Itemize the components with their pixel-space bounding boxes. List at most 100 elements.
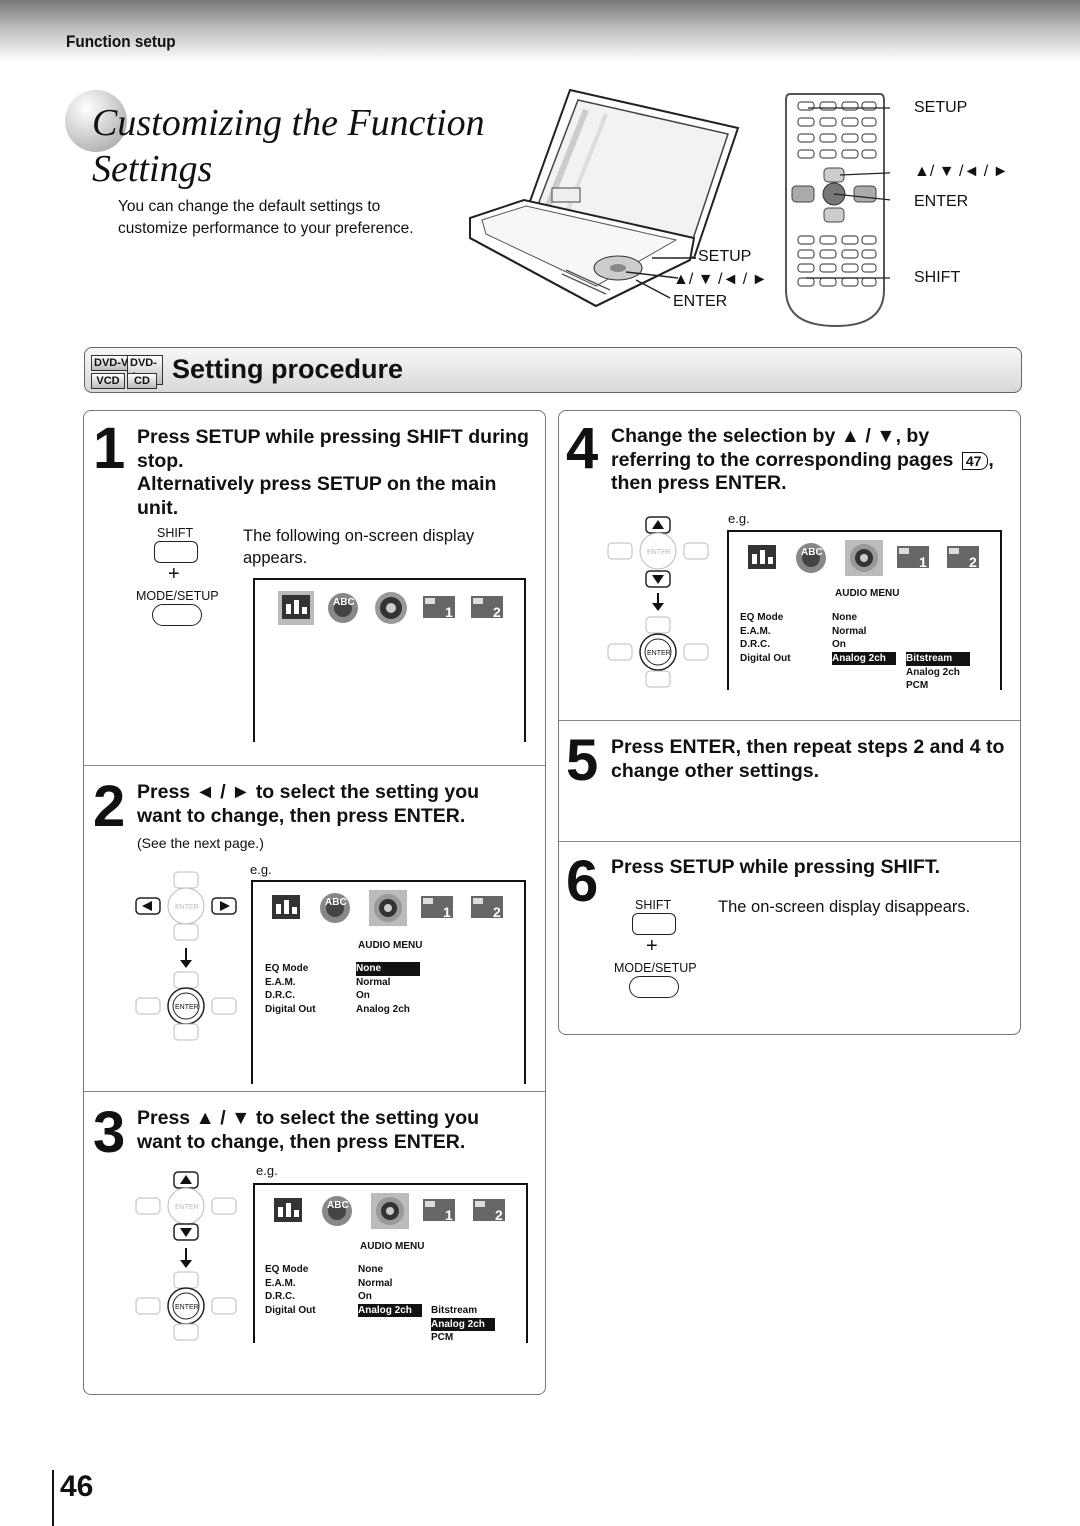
language-icon: ABC	[322, 1196, 352, 1226]
speaker-icon	[845, 540, 883, 576]
svg-text:1: 1	[445, 604, 453, 620]
menu-value: On	[832, 639, 846, 650]
picture-icon	[278, 591, 314, 625]
svg-text:ENTER: ENTER	[175, 904, 199, 911]
plus-sign: +	[168, 563, 180, 585]
menu-item: Digital Out	[740, 652, 791, 664]
menu-item: E.A.M.	[740, 625, 771, 637]
menu-value: Analog 2ch	[356, 1003, 410, 1015]
step-1-number: 1	[93, 416, 126, 481]
menu-values: None Normal On Analog 2ch	[356, 962, 420, 1016]
svg-text:ENTER: ENTER	[175, 1204, 199, 1211]
svg-text:ENTER: ENTER	[647, 549, 671, 556]
svg-text:2: 2	[969, 554, 977, 570]
step-3-number: 3	[93, 1100, 126, 1165]
disc-badge: DVD-V	[91, 355, 132, 371]
mode-setup-key-label: MODE/SETUP	[614, 961, 697, 975]
page-title-line1: Customizing the Function	[92, 102, 485, 144]
title-decoration	[65, 90, 127, 152]
remote-shift-label: SHIFT	[914, 269, 961, 286]
svg-text:2: 2	[493, 604, 501, 620]
menu-value: Normal	[832, 625, 867, 637]
menu-title: AUDIO MENU	[358, 940, 423, 951]
menu-value-selected: Analog 2ch	[832, 651, 896, 665]
page-title-line2: Settings	[92, 148, 213, 190]
menu-option: PCM	[906, 680, 929, 691]
step-2-note: (See the next page.)	[137, 835, 264, 851]
menu-option: PCM	[431, 1332, 454, 1343]
menu-title: AUDIO MENU	[360, 1241, 425, 1252]
picture-icon	[748, 545, 776, 569]
menu-value: None	[832, 612, 857, 623]
step-4-title-text: Change the selection by ▲ / ▼, by referr…	[611, 425, 954, 471]
shift-key-label: SHIFT	[635, 898, 672, 912]
menu-values: None Normal On Analog 2ch	[358, 1263, 422, 1317]
svg-text:ABC: ABC	[801, 547, 823, 558]
svg-text:ABC: ABC	[333, 597, 355, 608]
mode-setup-key	[152, 604, 202, 626]
navigation-pad-illustration: ENTER ENTER	[135, 871, 237, 1041]
custom2-icon: 2	[947, 546, 979, 570]
menu-options: Bitstream Analog 2ch PCM	[906, 652, 970, 693]
menu-items: EQ Mode E.A.M. D.R.C. Digital Out	[265, 962, 316, 1016]
svg-text:1: 1	[443, 904, 451, 920]
custom1-icon: 1	[421, 896, 453, 920]
divider	[84, 1091, 545, 1092]
step-1-title: Press SETUP while pressing SHIFT during …	[137, 426, 529, 519]
menu-value-selected: None	[356, 962, 420, 976]
menu-option-selected: Analog 2ch	[431, 1317, 495, 1331]
osd-screen-step4: ABC 1 2 AUDIO MENU EQ Mode E.A.M. D.R.C.…	[727, 530, 1002, 693]
osd-screen-step1: ABC 1 2	[253, 578, 526, 742]
intro-text: You can change the default settings to c…	[118, 198, 414, 237]
menu-values: None Normal On Analog 2ch	[832, 611, 896, 665]
remote-setup-label: SETUP	[914, 99, 968, 116]
remote-arrows-label: ▲/ ▼ /◄ / ►	[914, 163, 1009, 180]
menu-item: D.R.C.	[740, 639, 770, 650]
step-6-description: The on-screen display disappears.	[718, 898, 971, 916]
disc-badge: VCD	[91, 373, 125, 389]
svg-text:ENTER: ENTER	[175, 1004, 199, 1011]
menu-item: E.A.M.	[265, 1277, 296, 1289]
menu-items: EQ Mode E.A.M. D.R.C. Digital Out	[265, 1263, 316, 1317]
menu-item: EQ Mode	[265, 1264, 309, 1275]
example-label: e.g.	[256, 1163, 278, 1178]
dvd-player-illustration	[469, 88, 740, 308]
divider	[559, 841, 1020, 842]
svg-text:ABC: ABC	[325, 897, 347, 908]
menu-value: Normal	[358, 1277, 393, 1289]
svg-text:ENTER: ENTER	[647, 650, 671, 657]
device-setup-label: SETUP	[698, 248, 752, 265]
svg-text:1: 1	[919, 554, 927, 570]
steps-left-panel	[83, 410, 546, 1395]
shift-key-label: SHIFT	[157, 526, 194, 540]
shift-key	[632, 913, 676, 935]
navigation-pad-illustration: ENTER ENTER	[607, 516, 709, 688]
custom1-icon: 1	[423, 596, 455, 620]
navigation-pad-illustration: ENTER ENTER	[135, 1171, 237, 1341]
plus-sign: +	[646, 935, 658, 957]
menu-options: Bitstream Analog 2ch PCM	[431, 1304, 495, 1345]
page-number: 46	[60, 1470, 94, 1503]
svg-text:2: 2	[493, 904, 501, 920]
svg-text:2: 2	[495, 1207, 503, 1223]
remote-enter-label: ENTER	[914, 193, 969, 210]
step-2-number: 2	[93, 774, 126, 839]
step-4-title: Change the selection by ▲ / ▼, by referr…	[611, 425, 1011, 496]
menu-value: On	[358, 1291, 372, 1302]
svg-text:1: 1	[445, 1207, 453, 1223]
menu-value: None	[358, 1264, 383, 1275]
menu-item: Digital Out	[265, 1304, 316, 1316]
step-3-title: Press ▲ / ▼ to select the setting you wa…	[137, 1107, 480, 1153]
menu-option: Bitstream	[431, 1305, 478, 1316]
page-number-rule	[52, 1470, 54, 1526]
steps-right-panel	[558, 410, 1021, 1035]
section-label: Function setup	[66, 32, 176, 51]
disc-badge: CD	[127, 373, 157, 389]
custom2-icon: 2	[471, 596, 503, 620]
device-enter-label: ENTER	[673, 293, 728, 310]
procedure-header-bar	[84, 347, 1022, 393]
step-1-description: The following on-screen display appears.	[243, 527, 475, 567]
menu-item: E.A.M.	[265, 976, 296, 988]
menu-item: D.R.C.	[265, 1291, 295, 1302]
menu-value-selected: Analog 2ch	[358, 1303, 422, 1317]
